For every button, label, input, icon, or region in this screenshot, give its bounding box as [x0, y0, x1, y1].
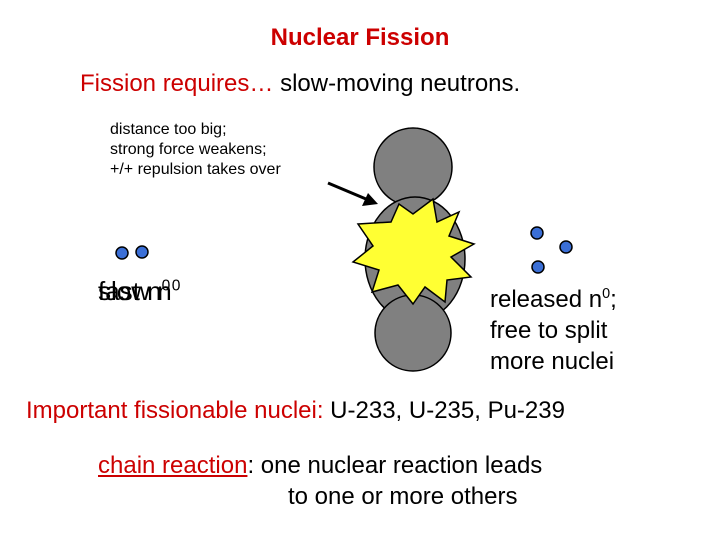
fast-neutron-text: fast n	[98, 276, 162, 306]
slow-neutron-text: slow n	[98, 276, 172, 306]
neutron-released-3	[531, 260, 545, 274]
released-neutrons-note: released n0; free to split more nuclei	[490, 284, 617, 377]
energy-burst-icon	[351, 197, 476, 306]
chain-reaction-definition: chain reaction: one nuclear reaction lea…	[98, 450, 542, 512]
slide-title: Nuclear Fission	[270, 24, 450, 51]
fissionable-nuclei-list: U-233, U-235, Pu-239	[323, 397, 565, 424]
annotation-line-2: strong force weakens;	[110, 141, 267, 158]
annotation-line-1: distance too big;	[110, 121, 227, 138]
neutron-incoming-2	[135, 245, 149, 259]
neutron-incoming-1	[115, 246, 129, 260]
chain-line-2: to one or more others	[288, 483, 518, 510]
released-punct: ;	[610, 286, 617, 313]
subtitle-rest: slow-moving neutrons.	[273, 70, 521, 97]
fast-neutron-label: fast n0	[98, 276, 170, 307]
slow-neutron-superscript: 0	[171, 277, 181, 295]
fissionable-nuclei-label: Important fissionable nuclei:	[26, 397, 324, 424]
fissionable-nuclei: Important fissionable nuclei: U-233, U-2…	[26, 397, 565, 425]
annotation-line-3: +/+ repulsion takes over	[110, 161, 281, 178]
released-line-2: free to split	[490, 317, 608, 344]
annotation: distance too big; strong force weakens; …	[110, 120, 281, 180]
subtitle-lead: Fission requires…	[80, 70, 274, 97]
chain-reaction-term: chain reaction	[98, 452, 248, 479]
annotation-arrow	[327, 181, 367, 201]
neutron-released-2	[559, 240, 573, 254]
chain-line-1: chain reaction: one nuclear reaction lea…	[98, 450, 542, 481]
annotation-arrowhead	[362, 193, 378, 206]
released-superscript: 0	[602, 286, 611, 302]
released-line-3: more nuclei	[490, 348, 615, 375]
subtitle: Fission requires… slow-moving neutrons.	[80, 70, 520, 98]
released-text: released n	[490, 286, 603, 313]
released-line-1: released n0;	[490, 284, 617, 315]
nucleus-bottom	[374, 294, 452, 372]
fast-neutron-superscript: 0	[161, 277, 171, 295]
chain-definition-text: : one nuclear reaction leads	[247, 452, 543, 479]
nucleus-top	[373, 127, 453, 207]
neutron-released-1	[530, 226, 544, 240]
slow-neutron-label: slow n0	[98, 276, 180, 307]
